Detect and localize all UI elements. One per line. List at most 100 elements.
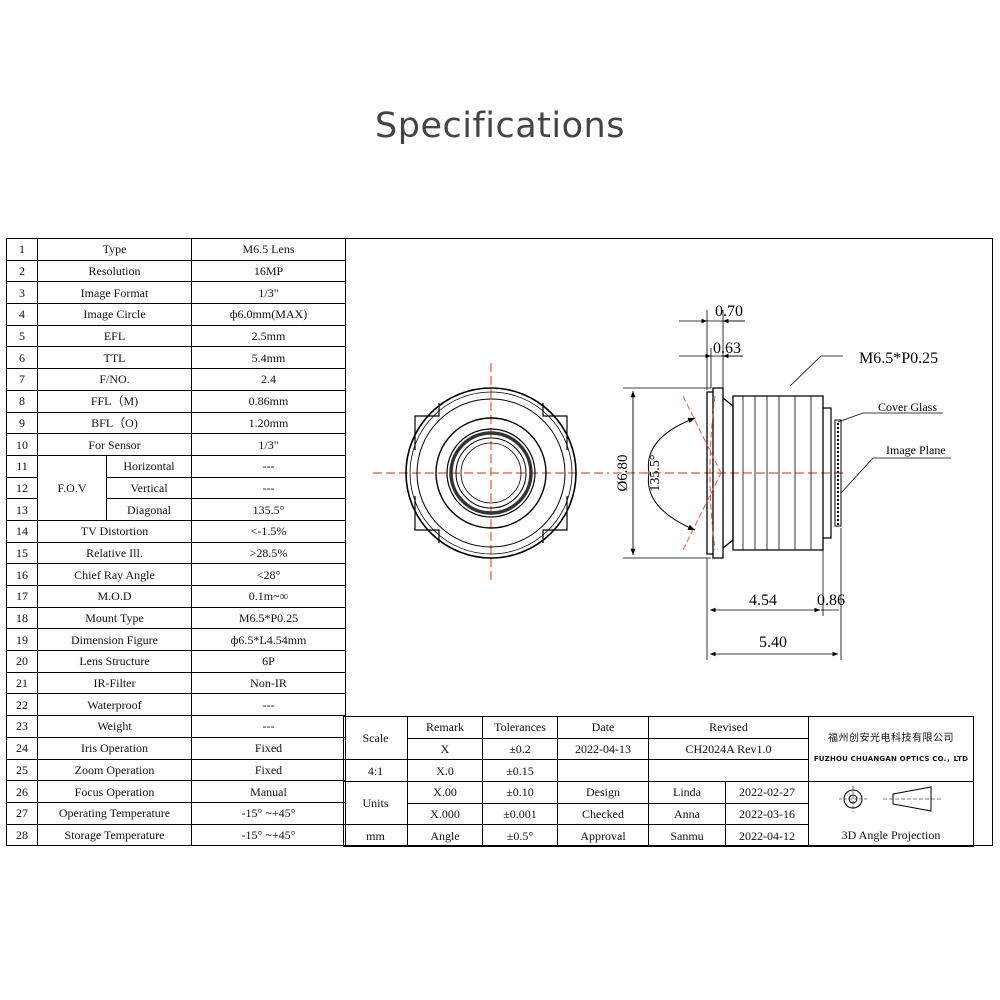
spec-number: 5 xyxy=(6,324,38,348)
spec-value: 5.4mm xyxy=(191,346,346,370)
projection-label: 3D Angle Projection xyxy=(841,828,941,843)
approval-role: Design xyxy=(557,781,649,804)
callouts: M6.5*P0.25 Cover Glass Image Plane xyxy=(789,350,951,494)
approval-name: Linda xyxy=(648,781,726,804)
diameter-label: Ø6.80 xyxy=(615,454,631,491)
units-label: Units xyxy=(343,781,408,826)
spec-number: 7 xyxy=(6,368,38,391)
approval-date: 2022-03-16 xyxy=(725,802,809,826)
lens-barrel xyxy=(446,428,536,518)
spec-param: Resolution xyxy=(37,259,192,283)
top-dimensions: 0.70 0.63 xyxy=(679,303,745,390)
spec-param: IR-Filter xyxy=(37,671,192,695)
spec-number: 17 xyxy=(6,585,38,608)
spec-number: 18 xyxy=(6,606,38,630)
spec-value: 2.5mm xyxy=(191,324,346,348)
spec-value: 1.20mm xyxy=(191,411,346,435)
spec-value: 135.5° xyxy=(191,498,346,521)
spec-number: 19 xyxy=(6,628,38,652)
cover-glass-label: Cover Glass xyxy=(878,400,937,414)
bottom-dimensions: 4.54 0.86 5.40 xyxy=(706,528,845,660)
spec-number: 9 xyxy=(6,411,38,435)
spec-param: Lens Structure xyxy=(37,650,192,673)
dim-454-label: 4.54 xyxy=(749,592,777,609)
spec-value: ф6.0mm(MAX) xyxy=(191,303,346,326)
spec-param: Relative Ill. xyxy=(37,541,192,565)
spec-param: BFL（O) xyxy=(37,411,192,435)
spec-param: Storage Temperature xyxy=(37,823,192,847)
revised-header: Revised xyxy=(648,716,809,739)
scale-label: Scale xyxy=(343,715,408,761)
spec-number: 24 xyxy=(6,736,38,760)
spec-value: 1/3" xyxy=(191,433,346,456)
spec-number: 13 xyxy=(6,498,38,521)
spec-param: For Sensor xyxy=(37,433,192,456)
front-view xyxy=(373,363,609,583)
spec-value: Non-IR xyxy=(191,671,346,695)
projection-cell: 3D Angle Projection xyxy=(808,781,974,848)
spec-param: Chief Ray Angle xyxy=(37,563,192,586)
spec-param: TV Distortion xyxy=(37,519,192,543)
spec-value: 1/3" xyxy=(191,281,346,305)
image-plane-label: Image Plane xyxy=(886,443,946,457)
spec-number: 20 xyxy=(6,650,38,673)
spec-value: -15° ~+45° xyxy=(191,823,346,847)
tolerance-cell: ±0.5° xyxy=(482,824,558,848)
remark-cell: X xyxy=(407,737,483,761)
company-name-en: FUZHOU CHUANGAN OPTICS CO.，LTD xyxy=(813,755,969,764)
spec-value: <-1.5% xyxy=(191,519,346,543)
spec-param: M.O.D xyxy=(37,585,192,608)
projection-symbol-icon xyxy=(839,786,941,813)
spec-value: ф6.5*L4.54mm xyxy=(191,628,346,652)
approval-role: Checked xyxy=(557,802,649,826)
spec-number: 10 xyxy=(6,433,38,456)
spec-value: M6.5*P0.25 xyxy=(191,606,346,630)
spec-value: -15° ~+45° xyxy=(191,801,346,825)
spec-value: --- xyxy=(191,693,346,717)
spec-param: Focus Operation xyxy=(37,780,192,803)
date-header: Date xyxy=(557,716,649,739)
spec-param: Weight xyxy=(37,715,192,738)
remark-header: Remark xyxy=(407,716,483,739)
scale-value: 4:1 xyxy=(343,759,408,783)
spec-value: --- xyxy=(191,715,346,738)
spec-value: 6P xyxy=(191,650,346,673)
spec-param: Waterproof xyxy=(37,693,192,717)
dim-540-label: 5.40 xyxy=(759,634,787,651)
page-title: Specifications xyxy=(375,106,625,146)
date-value: 2022-04-13 xyxy=(557,737,649,761)
diameter-dimension: Ø6.80 xyxy=(615,387,711,559)
revised-value: CH2024A Rev1.0 xyxy=(648,737,809,761)
spec-value: Fixed xyxy=(191,758,346,782)
units-value: mm xyxy=(343,824,408,848)
spec-number: 14 xyxy=(6,519,38,543)
spec-number: 15 xyxy=(6,541,38,565)
spec-value: --- xyxy=(191,476,346,500)
spec-param: Horizontal xyxy=(106,454,192,478)
approval-date: 2022-02-27 xyxy=(725,781,809,804)
spec-number: 23 xyxy=(6,715,38,738)
dim-086-label: 0.86 xyxy=(817,592,845,609)
angle-annotation: 135.5° xyxy=(647,417,696,531)
spec-number: 1 xyxy=(6,238,38,261)
outer-ring xyxy=(405,387,577,559)
angle-label: 135.5° xyxy=(648,454,663,491)
spec-number: 6 xyxy=(6,346,38,370)
